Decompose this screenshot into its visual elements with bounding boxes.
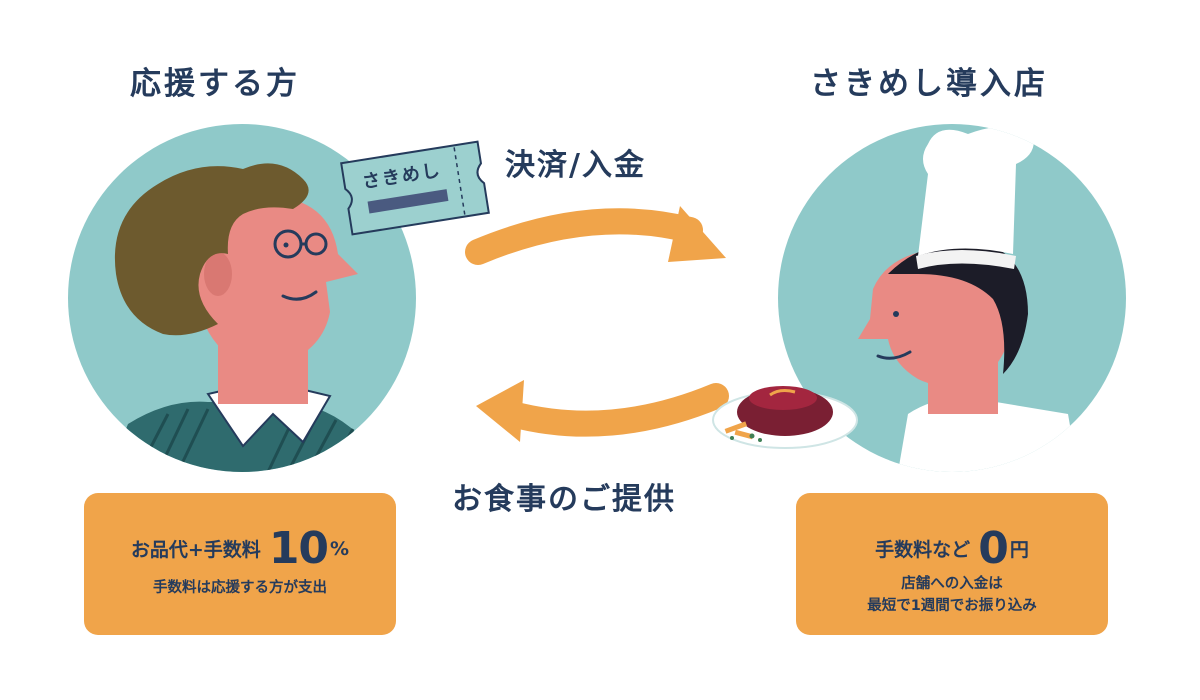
shop-fee-unit: 円 — [1009, 539, 1029, 561]
supporter-man-icon — [108, 163, 368, 472]
shop-illustration — [778, 124, 1126, 472]
flow-label-payment: 決済/入金 — [505, 148, 646, 183]
arrow-left-icon — [476, 380, 729, 442]
supporter-title: 応援する方 — [130, 66, 300, 102]
supporter-fee-note: 手数料は応援する方が支出 — [153, 580, 327, 596]
flow-label-meal: お食事のご提供 — [452, 482, 676, 517]
supporter-fee-unit: % — [330, 537, 350, 560]
shop-fee-label: 手数料など — [875, 539, 971, 561]
shop-fee-value: 0 — [978, 523, 1009, 574]
supporter-fee-label: お品代+手数料 — [130, 539, 261, 561]
chef-icon — [858, 126, 1078, 472]
arrow-right-icon — [465, 206, 726, 265]
shop-note-line1: 店舗への入金は — [901, 576, 1003, 592]
shop-note-line2: 最短で1週間でお振り込み — [867, 598, 1037, 614]
supporter-fee-box: お品代+手数料 10% 手数料は応援する方が支出 — [84, 493, 396, 635]
shop-title: さきめし導入店 — [810, 66, 1048, 102]
supporter-fee-value: 10 — [268, 523, 329, 574]
